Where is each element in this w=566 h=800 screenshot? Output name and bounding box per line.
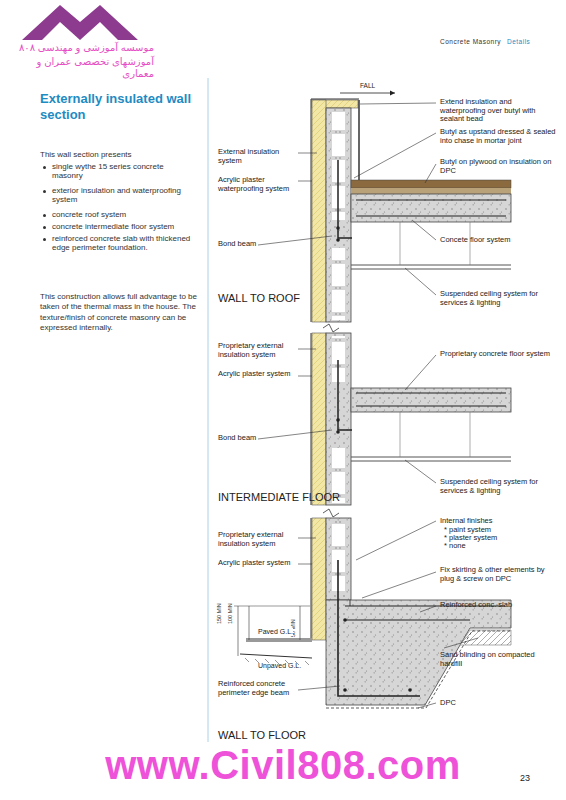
section-title: WALL TO ROOF <box>218 292 300 305</box>
callout-label: Suspended ceiling system for services & … <box>440 478 558 495</box>
callout-label: DPC <box>440 699 456 708</box>
callout-label: Proprietary external insulation system <box>218 531 298 548</box>
body-text: This construction allows full advantage … <box>40 292 200 334</box>
callout-label: Bond beam <box>218 240 256 249</box>
callout-label: Butyl as upstand dressed & sealed into c… <box>440 128 558 145</box>
callout-label: Extend insulation and waterproofing over… <box>440 98 558 124</box>
logo-mark <box>22 5 138 40</box>
watermark-url: www.Civil808.com <box>0 742 566 788</box>
callout-label: Fix skirting & other elements by plug & … <box>440 566 558 583</box>
watermark-text: موسسه آموزشی و مهندسی ۸۰۸ <box>4 42 154 54</box>
ground-level-label: Unpaved G.L. <box>258 662 301 670</box>
callout-label: Reinforced concrete perimeter edge beam <box>218 680 298 697</box>
dimension: 100 MIN <box>227 603 233 624</box>
header-text: Concrete Masonry <box>440 38 501 45</box>
callout-label: Acrylic plaster system <box>218 370 298 379</box>
bullet-text: single wythe 15 series concrete masonry <box>52 162 192 180</box>
callout-label: Reinforced conc. slab <box>440 601 558 610</box>
callout-label: Proprietary concrete floor system <box>440 350 558 359</box>
callout-label: Concete floor system <box>440 236 558 245</box>
fall-label: FALL <box>360 82 375 89</box>
callout-label: * none <box>444 542 466 551</box>
bullet-text: concrete roof system <box>52 210 192 219</box>
divider <box>208 78 209 742</box>
leader-lines <box>258 103 478 708</box>
callout-label: Bond beam <box>218 434 256 443</box>
wall-to-roof-detail <box>311 91 511 323</box>
bullet-text: exterior insulation and waterproofing sy… <box>52 186 192 204</box>
callout-label: Suspended ceiling system for services & … <box>440 290 558 307</box>
dimension: 150 MIN <box>216 603 222 624</box>
section-title: INTERMEDIATE FLOOR <box>218 491 340 504</box>
callout-label: Internal finishes <box>440 517 558 526</box>
callout-label: Sand blinding on compacted hardfill <box>440 651 558 668</box>
header-text: Details <box>507 38 530 45</box>
callout-label: Butyl on plywood on insulation on DPC <box>440 158 558 175</box>
bullet-text: reinforced concrete slab with thickened … <box>52 234 192 252</box>
section-title: WALL TO FLOOR <box>218 729 306 742</box>
body-text: This wall section presents <box>40 150 200 159</box>
bullet-dot <box>43 166 46 169</box>
page-number: 23 <box>520 773 530 783</box>
bullet-dot <box>43 214 46 217</box>
callout-label: Acrylic plaster system <box>218 559 298 568</box>
heading: Externally insulated wall section <box>40 91 195 122</box>
bullet-dot <box>43 190 46 193</box>
ground-level-label: Paved G.L. <box>258 628 293 636</box>
callout-label: External insulation system <box>218 148 298 165</box>
bullet-dot <box>43 226 46 229</box>
watermark-text: آموزشهای تخصصی عمران و معماری <box>4 56 154 79</box>
bullet-dot <box>43 238 46 241</box>
callout-label: Acrylic plaster waterproofing system <box>218 176 298 193</box>
bullet-text: concrete intermediate floor system <box>52 222 192 231</box>
callout-label: Proprietary external insulation system <box>218 342 298 359</box>
